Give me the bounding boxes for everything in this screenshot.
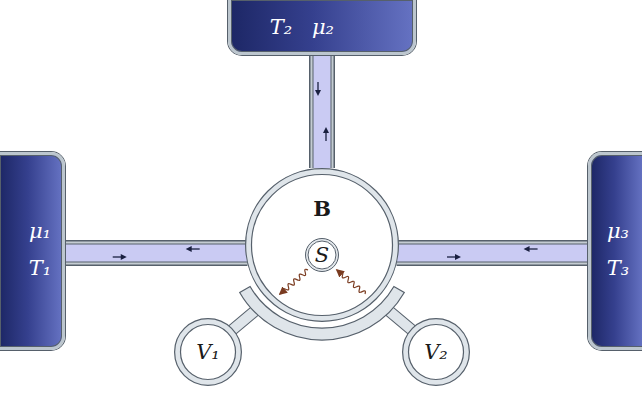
coupling-wave	[280, 269, 365, 294]
channel-wall	[65, 240, 247, 266]
arrow-head	[121, 254, 127, 260]
wave-arrow	[337, 270, 365, 294]
arrow-head	[524, 246, 530, 252]
variable-label: μ₃	[607, 221, 629, 242]
channel	[315, 55, 329, 168]
bath-circle: V₂	[402, 318, 470, 386]
channel-wall	[65, 245, 247, 262]
channel-wall	[397, 242, 588, 265]
channel-wall	[397, 244, 588, 263]
arrow-head	[323, 127, 329, 133]
channel-wall	[314, 55, 331, 168]
channel-wall	[397, 245, 588, 262]
channel-wall	[311, 55, 334, 168]
channel	[65, 246, 247, 260]
channel-wall	[65, 244, 247, 263]
system-circle: S	[305, 238, 339, 272]
reservoir: μ₃ T₃	[588, 152, 642, 350]
symbol-label: S	[315, 245, 329, 266]
variable-label: μ₂	[312, 17, 334, 38]
variable-label: T₃	[607, 258, 629, 279]
symbol-label: B	[313, 198, 331, 219]
channel-wall	[313, 55, 332, 168]
bath-circle: V₁	[174, 318, 242, 386]
reservoir: μ₁ T₁	[0, 152, 65, 350]
channel-wall	[309, 55, 335, 168]
channel-wall	[65, 242, 247, 265]
variable-label: T₂	[270, 17, 292, 38]
channel-wall	[397, 240, 588, 266]
channel	[397, 246, 588, 260]
variable-label: μ₁	[29, 221, 51, 242]
arrow-head	[455, 254, 461, 260]
chamber-circle: SB	[245, 168, 399, 322]
variable-label: T₁	[29, 258, 51, 279]
arrow-head	[315, 90, 321, 96]
wave-arrow	[280, 269, 308, 294]
symbol-label: V₁	[196, 342, 220, 363]
symbol-label: V₂	[424, 342, 448, 363]
reservoir: T₂ μ₂	[228, 0, 416, 55]
arrow-head	[186, 246, 192, 252]
